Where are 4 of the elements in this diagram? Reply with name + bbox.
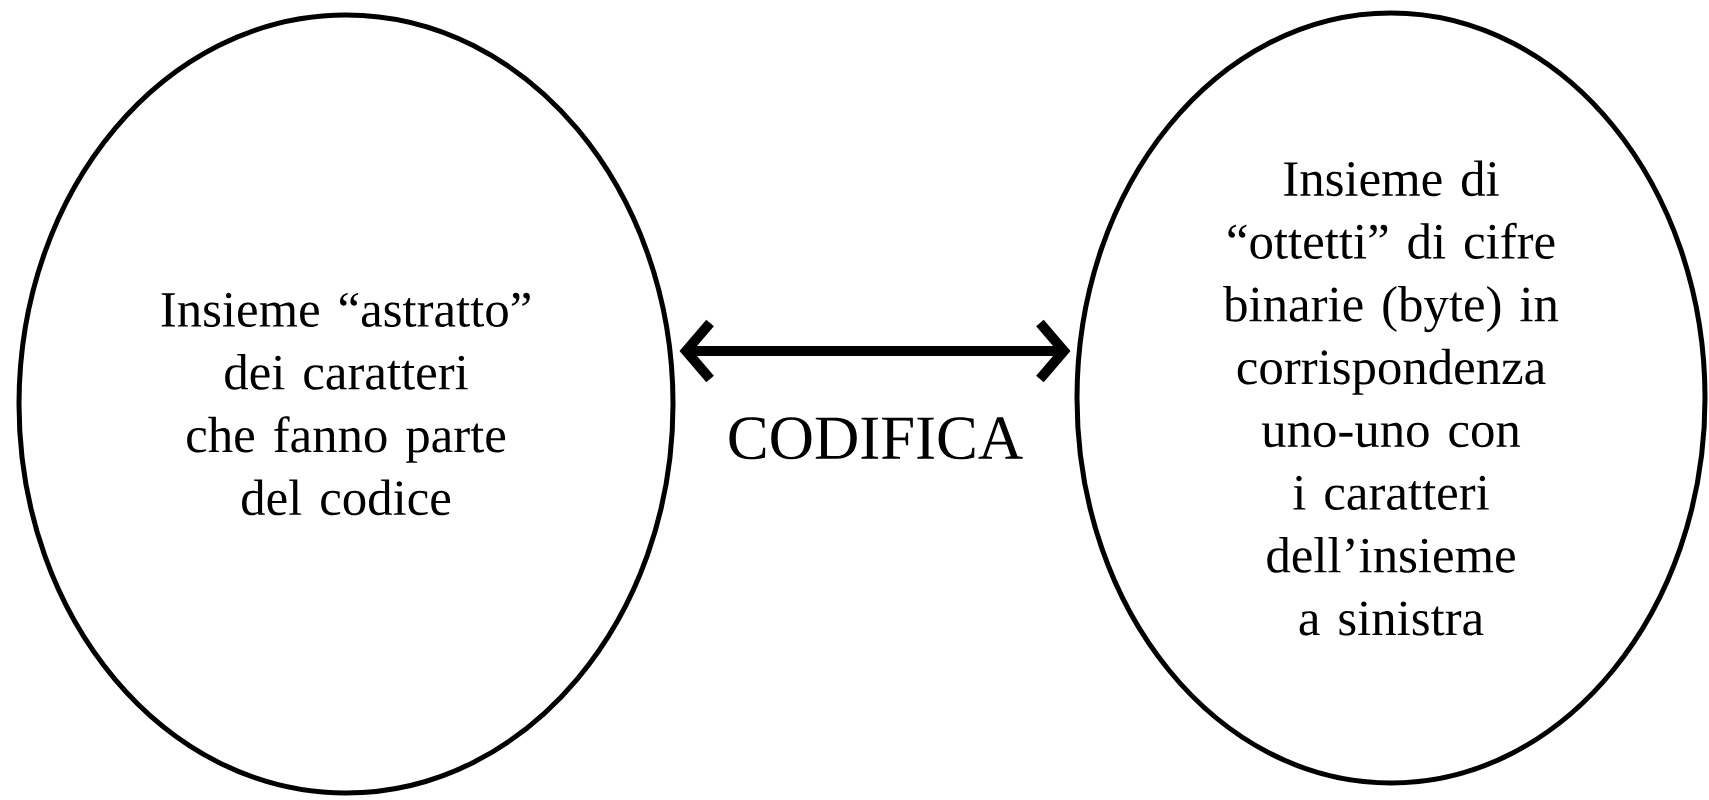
ellipse-node: Insieme “astratto” dei caratteri che fanno parte del codice <box>16 12 676 796</box>
ellipse-node: Insieme di “ottetti” di cifre binarie (byte) in corrispondenza uno-uno con i caratteri dell’insieme a sinistra <box>1074 10 1708 786</box>
double-arrow <box>679 319 1071 383</box>
edge-label: CODIFICA <box>729 417 1023 460</box>
